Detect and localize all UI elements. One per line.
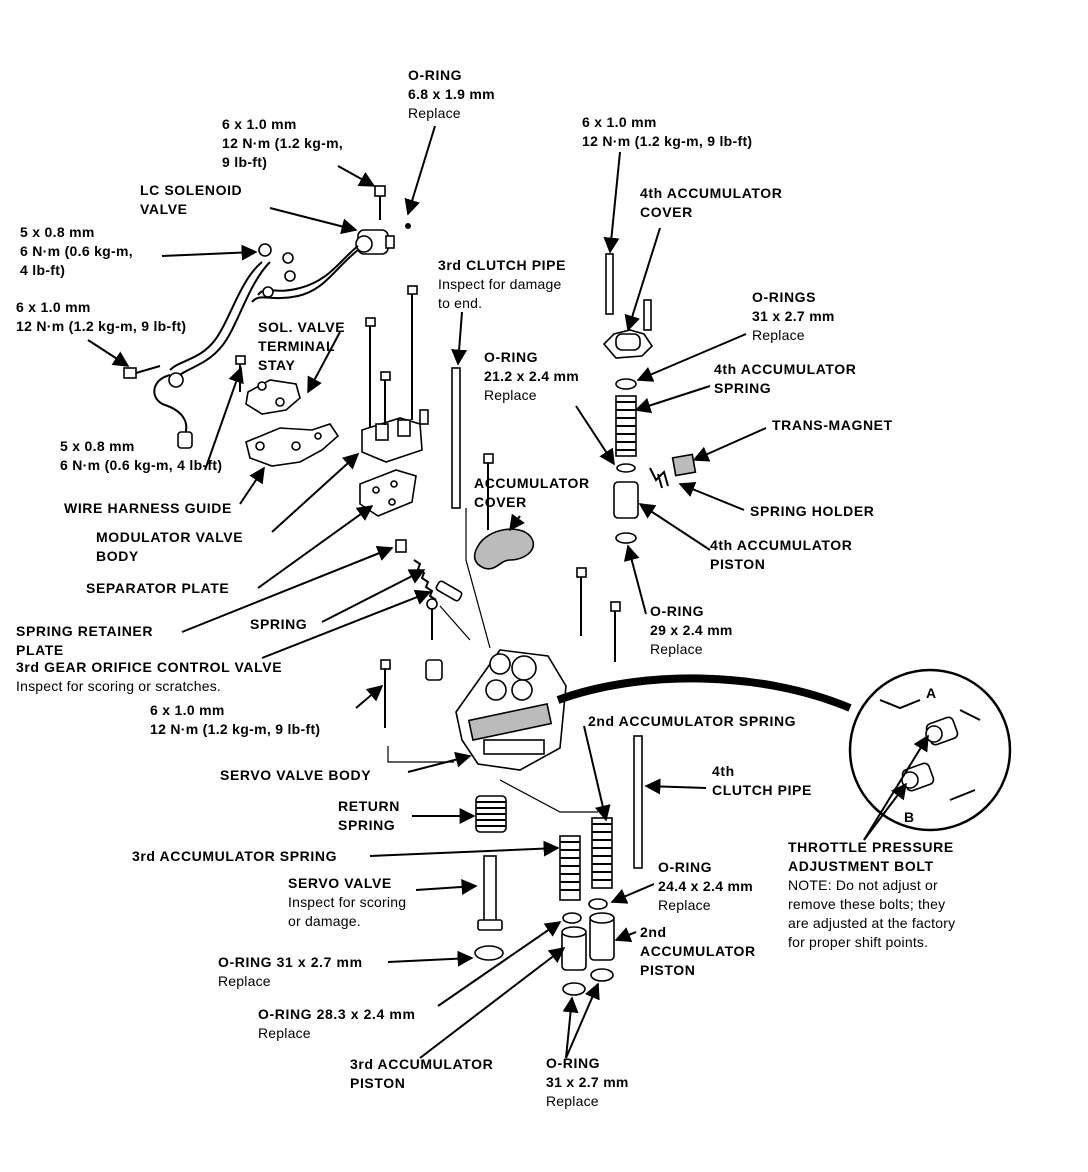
label-wire-harness-guide: WIRE HARNESS GUIDE <box>64 500 232 516</box>
label-inset-b: B <box>904 809 915 825</box>
label-second-acc-piston: 2nd ACCUMULATOR PISTON <box>640 924 756 978</box>
label-oring-top: O-RING 6.8 x 1.9 mm Replace <box>408 67 495 121</box>
lc-solenoid-valve-part <box>355 223 411 255</box>
modulator-valve-body-part <box>361 285 429 463</box>
label-fourth-acc-piston: 4th ACCUMULATOR PISTON <box>710 537 853 572</box>
spring-retainer-plate-part <box>395 539 407 553</box>
label-third-clutch-pipe: 3rd CLUTCH PIPE Inspect for damage to en… <box>438 257 567 311</box>
lc-bolt-part <box>374 185 386 220</box>
return-spring-part <box>475 795 507 833</box>
label-third-acc-piston: 3rd ACCUMULATOR PISTON <box>350 1056 494 1091</box>
fourth-acc-cover-part <box>602 253 654 359</box>
label-fourth-acc-cover: 4th ACCUMULATOR COVER <box>640 185 783 220</box>
solenoid-wire-harness-part <box>153 243 359 449</box>
label-spring: SPRING <box>250 616 308 632</box>
label-modulator-valve-body: MODULATOR VALVE BODY <box>96 529 244 564</box>
label-second-acc-spring: 2nd ACCUMULATOR SPRING <box>588 713 797 729</box>
separator-plate-part <box>359 469 417 517</box>
label-servo-valve-body: SERVO VALVE BODY <box>220 767 372 783</box>
wire-harness-guide-part <box>245 423 340 467</box>
label-lc-solenoid-valve: LC SOLENOID VALVE <box>140 182 243 217</box>
label-return-spring: RETURN SPRING <box>338 798 400 833</box>
fourth-clutch-pipe-part <box>633 735 643 869</box>
body-bolts-part <box>380 567 621 728</box>
label-sol-valve-terminal-stay: SOL. VALVE TERMINAL STAY <box>258 319 346 373</box>
label-bolt-5x08-mid: 5 x 0.8 mm 6 N·m (0.6 kg-m, 4 lb-ft) <box>60 438 223 473</box>
trans-magnet-part <box>649 453 697 489</box>
bottom-orings-part <box>474 898 614 996</box>
servo-valve-body-part <box>455 649 567 771</box>
throttle-inset-part <box>848 668 1012 832</box>
inset-connector-line <box>556 674 852 712</box>
label-fourth-acc-spring: 4th ACCUMULATOR SPRING <box>714 361 857 396</box>
label-trans-magnet: TRANS-MAGNET <box>772 417 893 433</box>
label-bolt-6x10-left: 6 x 1.0 mm 12 N·m (1.2 kg-m, 9 lb-ft) <box>16 299 187 334</box>
label-orifice-control-valve: 3rd GEAR ORIFICE CONTROL VALVE Inspect f… <box>16 659 283 694</box>
label-oring-21: O-RING 21.2 x 2.4 mm Replace <box>484 349 579 403</box>
label-bolt-5x08-top: 5 x 0.8 mm 6 N·m (0.6 kg-m, 4 lb-ft) <box>20 224 133 278</box>
label-bolt-lc: 6 x 1.0 mm 12 N·m (1.2 kg-m, 9 lb-ft) <box>222 116 344 170</box>
label-inset-a: A <box>926 685 937 701</box>
accumulator-cover-part <box>473 453 535 570</box>
servo-valve-part <box>477 855 503 931</box>
orifice-control-valve-part <box>425 580 463 681</box>
label-oring-31-bottom: O-RING 31 x 2.7 mm Replace <box>546 1055 629 1109</box>
label-separator-plate: SEPARATOR PLATE <box>86 580 230 596</box>
label-fourth-clutch-pipe: 4th CLUTCH PIPE <box>712 763 812 798</box>
third-acc-spring-part <box>559 835 581 901</box>
label-oring-24: O-RING 24.4 x 2.4 mm Replace <box>658 859 753 913</box>
label-spring-holder: SPRING HOLDER <box>750 503 875 519</box>
fourth-acc-spring-part <box>613 378 639 544</box>
label-third-acc-spring: 3rd ACCUMULATOR SPRING <box>132 848 338 864</box>
label-bolt-6x10-right: 6 x 1.0 mm 12 N·m (1.2 kg-m, 9 lb-ft) <box>582 114 753 149</box>
label-servo-valve: SERVO VALVE Inspect for scoring or damag… <box>288 875 407 929</box>
third-clutch-pipe-part <box>451 367 461 509</box>
label-accumulator-cover: ACCUMULATOR COVER <box>474 475 590 510</box>
label-orings-31: O-RINGS 31 x 2.7 mm Replace <box>752 289 835 343</box>
label-bolt-6x10-bottom: 6 x 1.0 mm 12 N·m (1.2 kg-m, 9 lb-ft) <box>150 702 321 737</box>
assembly-guide-lines <box>387 508 598 813</box>
label-oring-31-left: O-RING 31 x 2.7 mm Replace <box>218 954 363 989</box>
label-spring-retainer-plate: SPRING RETAINER PLATE <box>16 623 154 658</box>
acc-pistons-part <box>561 912 615 971</box>
harness-bolt-part <box>123 365 161 379</box>
label-oring-29: O-RING 29 x 2.4 mm Replace <box>650 603 733 657</box>
leader-lines <box>87 125 929 1059</box>
label-oring-28: O-RING 28.3 x 2.4 mm Replace <box>258 1006 416 1041</box>
label-throttle-pressure-bolt: THROTTLE PRESSURE ADJUSTMENT BOLT NOTE: … <box>788 839 956 950</box>
